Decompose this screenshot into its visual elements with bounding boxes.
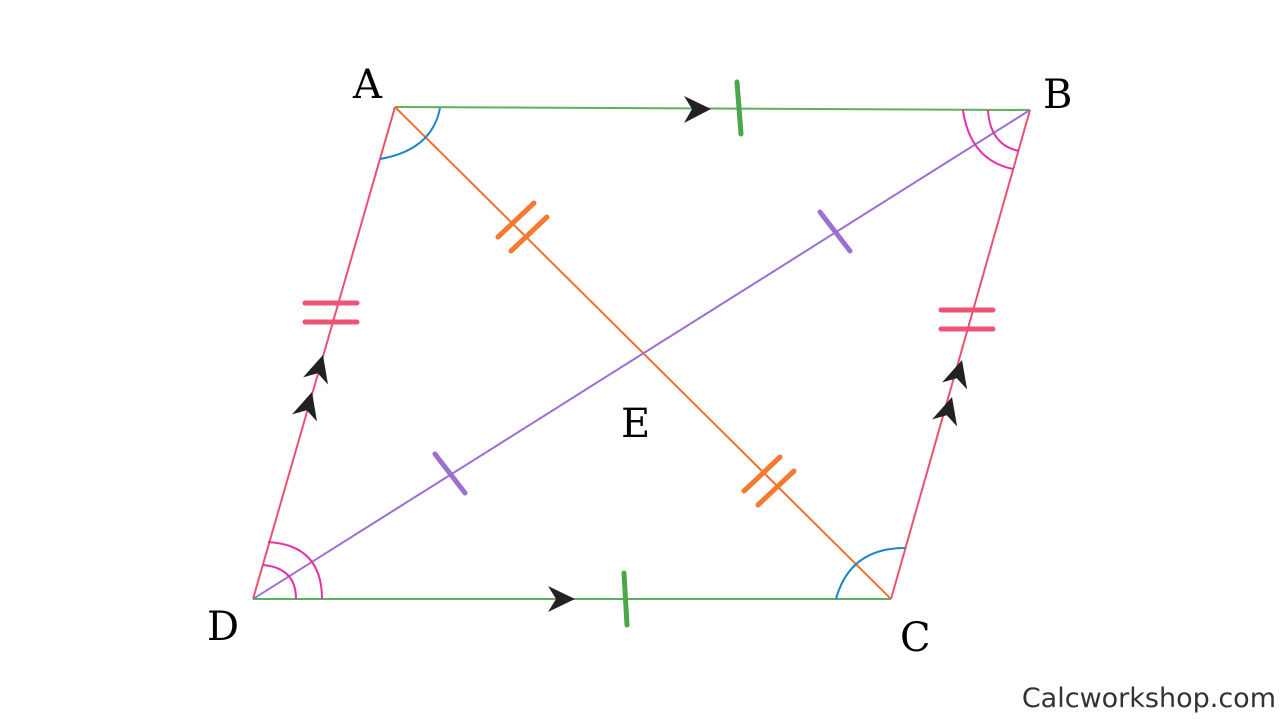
- chevron-arrowhead-icon: [292, 392, 318, 422]
- tick-marks: [302, 79, 996, 628]
- vertex-label-d: D: [207, 604, 239, 650]
- tick-ab: [734, 79, 744, 137]
- vertex-labels: A B C D E: [207, 62, 1072, 661]
- chevron-arrowhead-icon: [684, 96, 711, 123]
- side-ad: [252, 106, 396, 600]
- diagonals: [252, 106, 1031, 600]
- angle-a-arc: [379, 107, 441, 160]
- vertex-label-e: E: [621, 401, 650, 447]
- chevron-arrowhead-icon: [303, 355, 329, 385]
- parallelogram-sides: [252, 106, 1031, 600]
- tick-ed: [432, 451, 468, 496]
- angle-d-outer-arc: [267, 541, 323, 600]
- parallel-arrows: [292, 96, 968, 612]
- tick-ec-1: [741, 454, 783, 494]
- diagonal-bd: [252, 109, 1031, 600]
- chevron-arrowhead-icon: [932, 397, 958, 427]
- tick-ec-2: [755, 468, 797, 508]
- tick-ae-1: [495, 200, 537, 240]
- angle-b-outer-arc: [962, 109, 1014, 170]
- angle-b-inner-arc: [987, 109, 1020, 152]
- tick-dc: [621, 570, 630, 628]
- chevron-arrowhead-icon: [548, 586, 575, 612]
- angle-c-arc: [835, 547, 906, 600]
- watermark: Calcworkshop.com: [1022, 683, 1276, 714]
- vertex-label-c: C: [900, 615, 931, 661]
- angle-marks: [262, 107, 1020, 600]
- side-ab: [394, 106, 1031, 111]
- vertex-label-b: B: [1043, 72, 1072, 118]
- tick-be: [817, 209, 853, 254]
- vertex-label-a: A: [352, 62, 383, 108]
- angle-d-inner-arc: [262, 564, 297, 600]
- tick-ae-2: [508, 214, 550, 254]
- side-bc: [890, 109, 1031, 600]
- chevron-arrowhead-icon: [942, 360, 968, 390]
